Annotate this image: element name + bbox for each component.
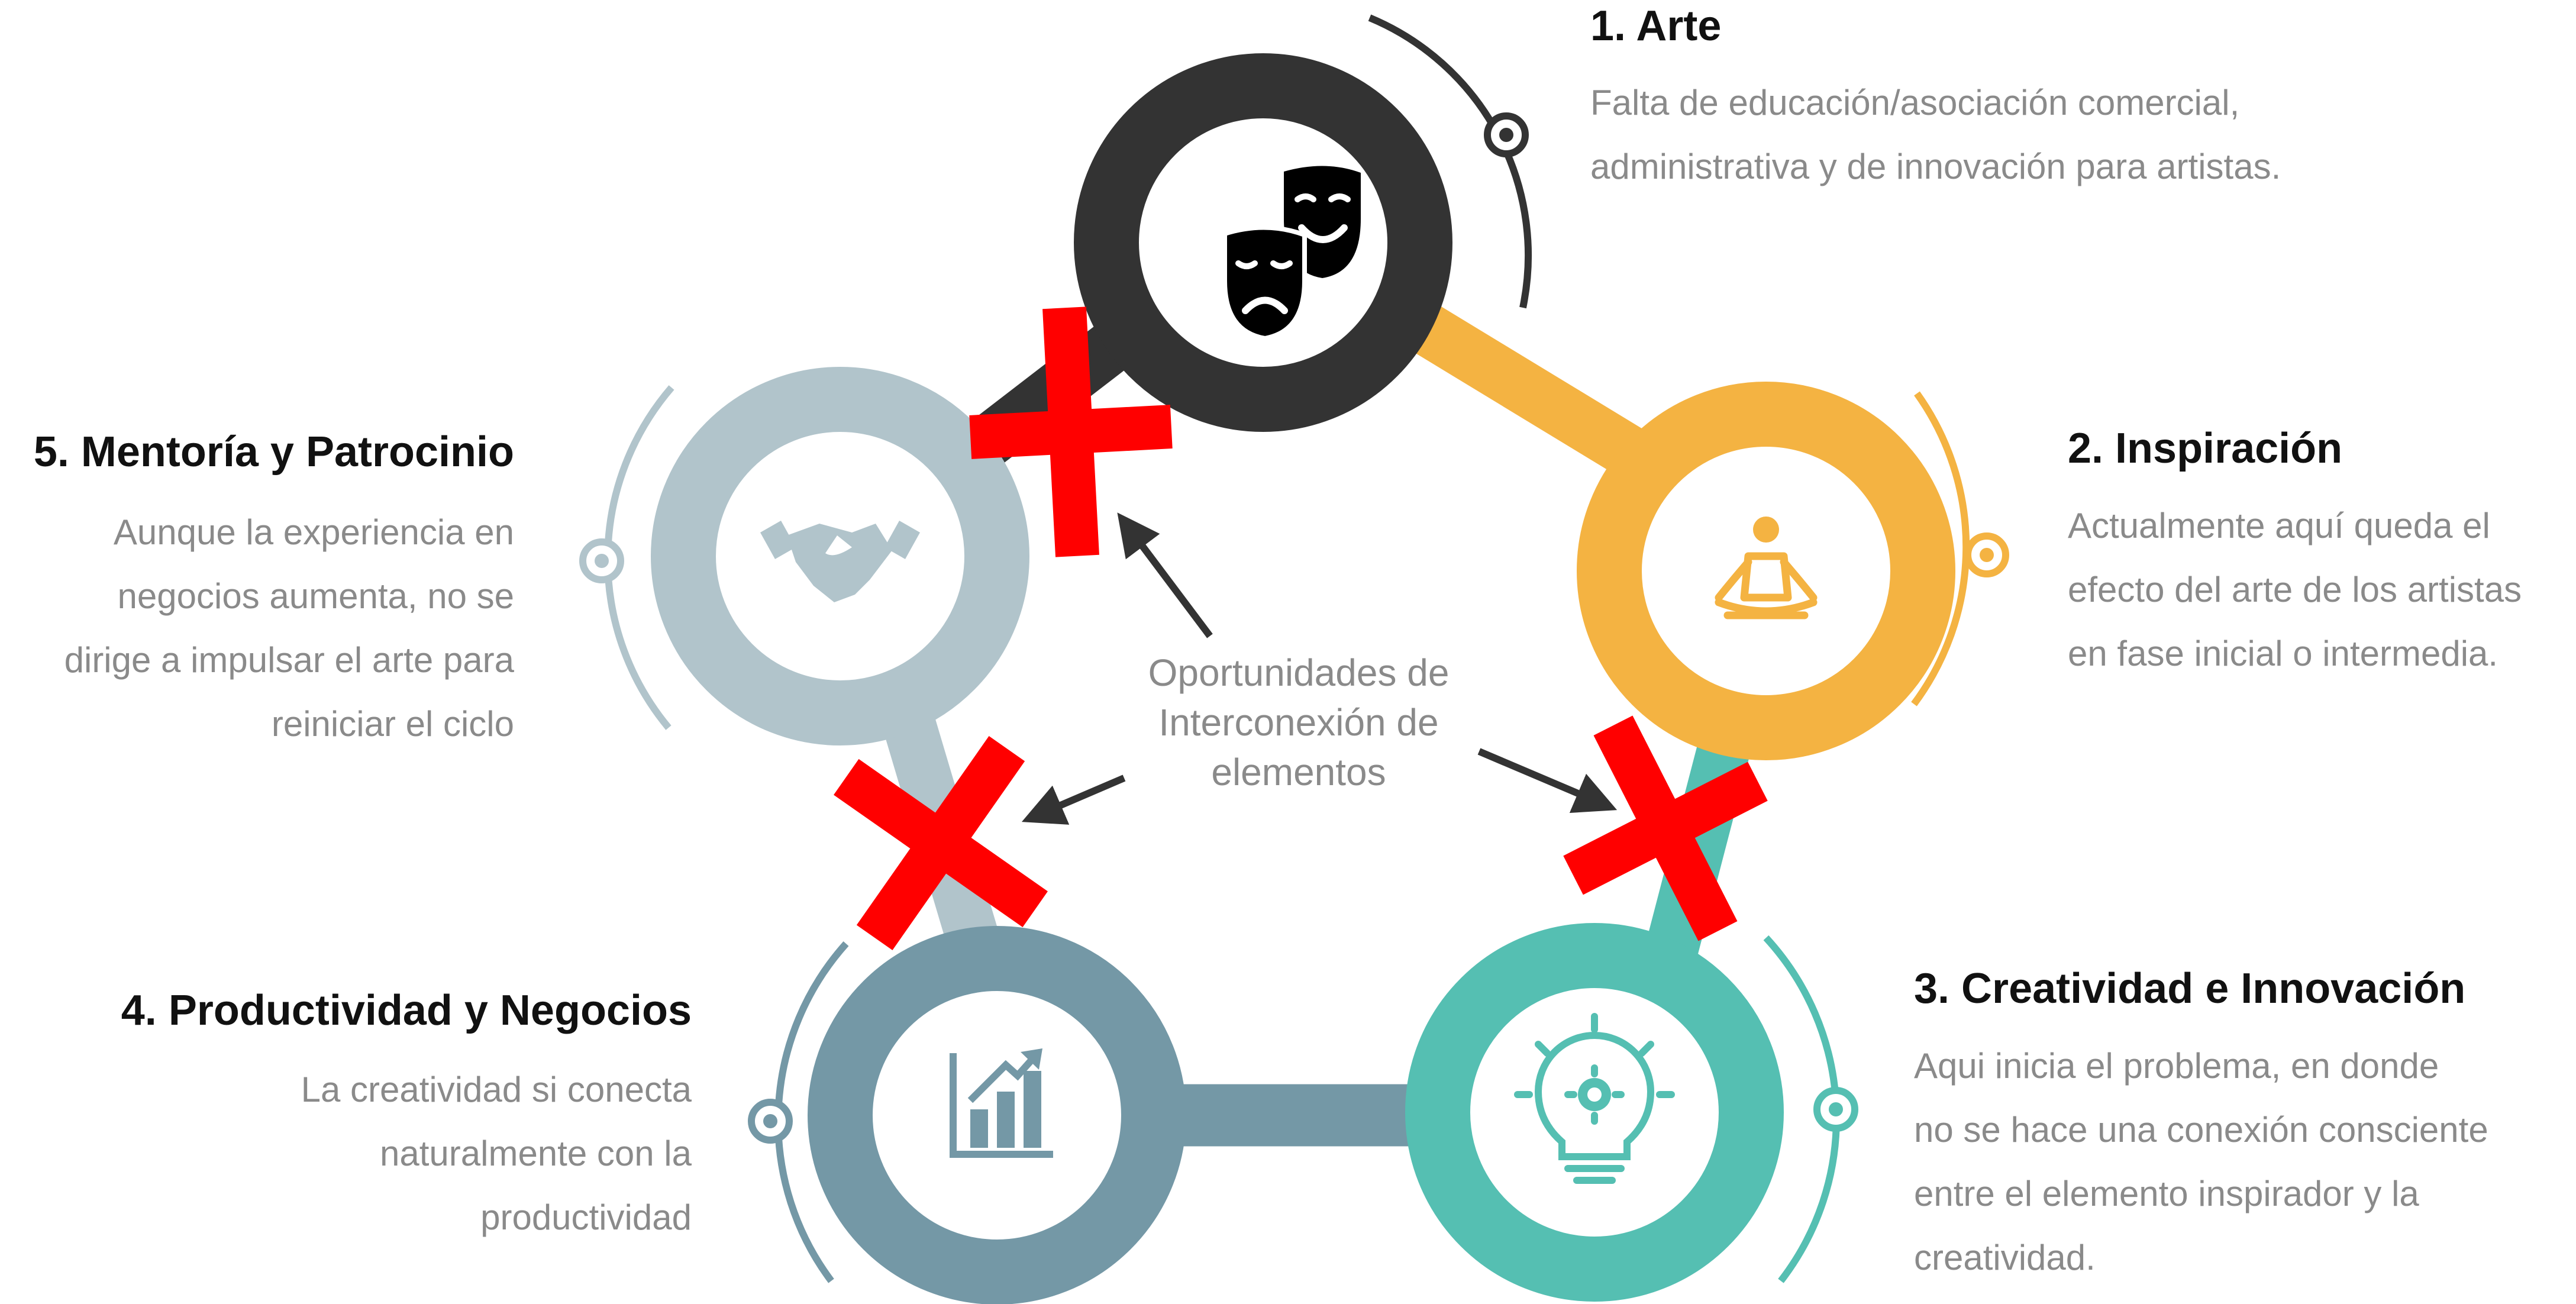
- broken-link-cross-productividad-mentoria: [834, 736, 1048, 950]
- step-heading-inspiracion: 2. Inspiración: [2068, 425, 2343, 472]
- arc-marker-arte-dot: [1499, 128, 1513, 142]
- broken-link-crosses: [834, 306, 1768, 950]
- step-description-line: administrativa y de innovación para arti…: [1590, 147, 2281, 186]
- meditation-icon: [1715, 517, 1818, 619]
- center-label: Oportunidades de Interconexión de elemen…: [1068, 648, 1529, 797]
- outer-arcs: [579, 14, 2009, 1283]
- arc-marker-creatividad-dot: [1829, 1102, 1843, 1116]
- step-description-productividad: La creatividad si conecta naturalmente c…: [301, 1058, 692, 1250]
- broken-link-cross-inspiracion-creatividad: [1563, 715, 1768, 941]
- step-description-line: creatividad.: [1914, 1238, 2096, 1277]
- step-heading-arte: 1. Arte: [1590, 2, 1722, 50]
- step-description-line: entre el elemento inspirador y la: [1914, 1174, 2419, 1213]
- center-label-line: Oportunidades de: [1148, 651, 1450, 694]
- step-heading-mentoria: 5. Mentoría y Patrocinio: [33, 428, 514, 476]
- arrow-to-productividad-mentoria-link: [1021, 774, 1126, 825]
- step-description-line: Aqui inicia el problema, en donde: [1914, 1046, 2439, 1086]
- handshake-icon: [760, 521, 920, 602]
- step-heading-creatividad: 3. Creatividad e Innovación: [1914, 965, 2466, 1012]
- step-description-line: Falta de educación/asociación comercial,: [1590, 83, 2240, 122]
- arc-marker-productividad-dot: [763, 1114, 777, 1128]
- step-description-line: dirige a impulsar el arte para: [64, 640, 514, 680]
- step-description-line: Actualmente aquí queda el: [2068, 506, 2490, 546]
- step-heading-productividad: 4. Productividad y Negocios: [121, 987, 692, 1034]
- arc-marker-mentoria-dot: [595, 554, 609, 568]
- step-description-inspiracion: Actualmente aquí queda el efecto del art…: [2068, 494, 2522, 686]
- arrow-to-inspiracion-creatividad-link: [1477, 748, 1618, 814]
- theater-masks-icon: [1222, 166, 1361, 341]
- step-description-line: en fase inicial o intermedia.: [2068, 634, 2498, 673]
- growth-chart-icon: [950, 1048, 1053, 1158]
- step-description-line: reiniciar el ciclo: [271, 704, 514, 744]
- node-ring-inspiracion: [1577, 382, 1955, 760]
- arrow-to-mentoria-arte-link: [1117, 512, 1213, 638]
- step-description-mentoria: Aunque la experiencia en negocios aument…: [64, 501, 514, 756]
- step-description-line: productividad: [480, 1198, 692, 1237]
- step-description-line: La creatividad si conecta: [301, 1070, 692, 1109]
- center-label-line: elementos: [1211, 751, 1386, 793]
- step-description-line: Aunque la experiencia en: [113, 512, 514, 552]
- step-description-line: no se hace una conexión consciente: [1914, 1110, 2488, 1150]
- arc-marker-inspiracion-dot: [1980, 548, 1994, 562]
- step-description-line: efecto del arte de los artistas: [2068, 570, 2522, 609]
- step-description-creatividad: Aqui inicia el problema, en donde no se …: [1914, 1034, 2488, 1290]
- step-description-line: negocios aumenta, no se: [117, 576, 514, 616]
- center-label-line: Interconexión de: [1158, 701, 1439, 744]
- lightbulb-gear-icon: [1514, 1013, 1675, 1184]
- step-description-arte: Falta de educación/asociación comercial,…: [1590, 71, 2281, 199]
- center-arrows: [1021, 512, 1618, 825]
- step-description-line: naturalmente con la: [380, 1134, 692, 1173]
- broken-link-cross-mentoria-arte: [969, 306, 1173, 557]
